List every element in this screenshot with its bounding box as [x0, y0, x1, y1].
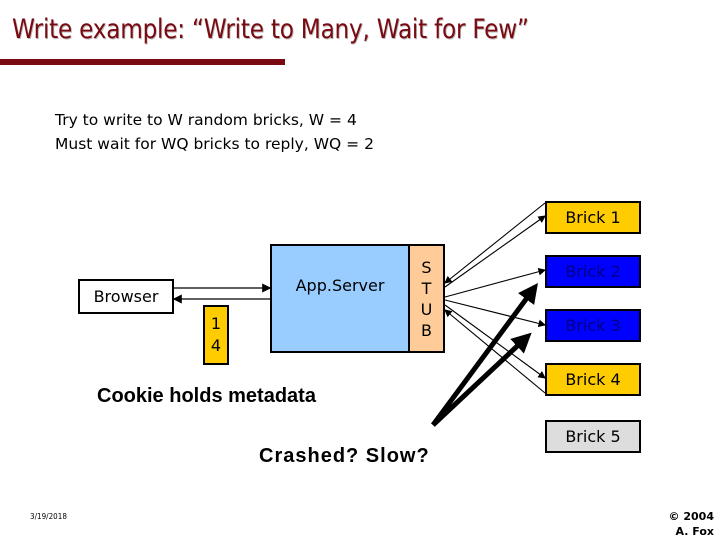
stub-to-brick3-arrow [444, 299, 547, 328]
stub-letter: B [421, 320, 432, 340]
author: A. Fox [675, 525, 714, 538]
failure-arrow-brick2 [430, 282, 538, 427]
appserver-box: App.Server [270, 244, 410, 353]
stub-letter: S [421, 257, 432, 277]
stub-to-brick1-arrow [444, 215, 546, 288]
brick-1: Brick 1 [545, 201, 641, 234]
cookie-value-2: 4 [210, 336, 222, 355]
cookie-caption: Cookie holds metadata [97, 385, 316, 407]
slide-title: Write example: “Write to Many, Wait for … [12, 14, 529, 45]
browser-label: Browser [93, 287, 159, 306]
stub-letter: U [420, 299, 433, 319]
brick-label: Brick 1 [565, 208, 621, 227]
intro-text: Try to write to W random bricks, W = 4 M… [55, 108, 374, 156]
appserver-label: App.Server [295, 276, 385, 295]
brick-2: Brick 2 [545, 255, 641, 288]
brick-label: Brick 2 [565, 262, 621, 281]
copyright-year: © 2004 [668, 510, 714, 523]
title-underline [0, 59, 285, 65]
stub-letter: T [421, 278, 432, 298]
cookie-value-1: 1 [210, 314, 222, 333]
brick-4: Brick 4 [545, 363, 641, 396]
brick-label: Brick 4 [565, 370, 621, 389]
brick-label: Brick 3 [565, 316, 621, 335]
stub-to-brick2-arrow [444, 268, 547, 298]
brick-5: Brick 5 [545, 420, 641, 453]
stub-box: S T U B [408, 244, 445, 353]
intro-line-wq: Must wait for WQ bricks to reply, WQ = 2 [55, 135, 374, 153]
brick1-to-stub-arrow [444, 202, 546, 284]
brick-label: Brick 5 [565, 427, 621, 446]
brick-3: Brick 3 [545, 309, 641, 342]
footer-copyright: © 2004 A. Fox [669, 509, 714, 539]
browser-box: Browser [78, 279, 174, 314]
footer-date: 3/19/2018 [30, 512, 67, 521]
intro-line-w: Try to write to W random bricks, W = 4 [55, 111, 357, 129]
cookie-metadata-box: 1 4 [203, 305, 229, 365]
brick4-to-stub-arrow [444, 309, 546, 394]
failure-arrow-brick3 [431, 332, 532, 427]
failure-caption: Crashed? Slow? [259, 445, 430, 467]
